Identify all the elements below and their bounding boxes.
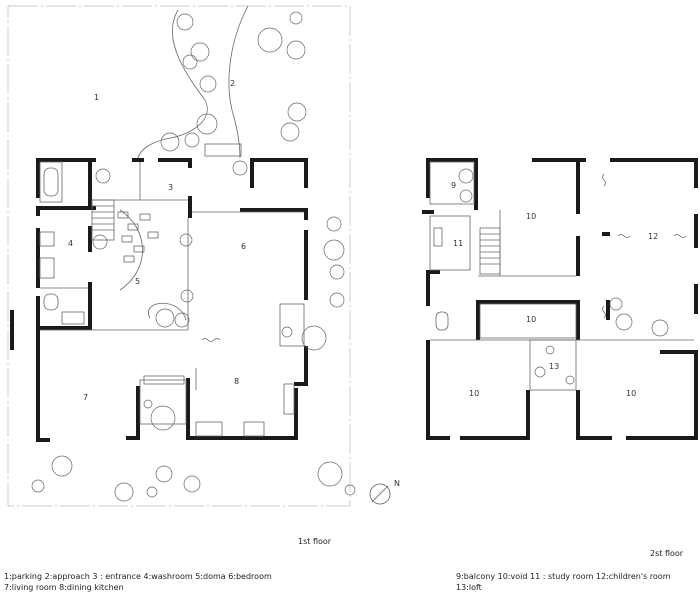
second-floor-title: 2st floor: [650, 549, 684, 558]
room-labels-second: 9 10 11 12 10 13 10 10: [451, 181, 658, 398]
room-dining-label: 8: [234, 377, 239, 386]
site-boundary: [7, 5, 351, 507]
room-washroom-label: 4: [68, 239, 73, 248]
room-parking-label: 1: [94, 93, 99, 102]
first-floor-interior-lines: [39, 161, 305, 437]
approach-path: [137, 5, 249, 159]
room-void-c-label: 10: [469, 389, 479, 398]
legend-first-line1: 1:parking 2:approach 3 : entrance 4:wash…: [4, 572, 272, 581]
room-bedroom-label: 6: [241, 242, 246, 251]
first-floor-title: 1st floor: [298, 537, 332, 546]
room-loft-label: 13: [549, 362, 559, 371]
room-doma-label: 5: [135, 277, 140, 286]
second-floor-walls: [422, 158, 698, 440]
room-entrance-label: 3: [168, 183, 173, 192]
first-floor-walls: [10, 158, 308, 442]
north-arrow: [369, 483, 391, 505]
room-living-label: 7: [83, 393, 88, 402]
site-trees: [31, 11, 356, 502]
second-floor-interior-lines: [429, 161, 694, 391]
second-floor-trees: [458, 168, 669, 385]
room-void-b-label: 10: [526, 315, 536, 324]
legend-first-line2: 7:living room 8:dining kitchen: [4, 583, 124, 592]
room-labels-first: 1 2 3 4 5 6 7 8: [68, 79, 246, 402]
room-balcony-label: 9: [451, 181, 456, 190]
room-void-d-label: 10: [626, 389, 636, 398]
room-approach-label: 2: [230, 79, 235, 88]
room-children-label: 12: [648, 232, 658, 241]
room-study-label: 11: [453, 239, 463, 248]
room-void-a-label: 10: [526, 212, 536, 221]
north-arrow-label: N: [394, 479, 400, 488]
legend-second-line1: 9:balcony 10:void 11 : study room 12:chi…: [456, 572, 671, 581]
legend-second-line2: 13:loft: [456, 583, 482, 592]
